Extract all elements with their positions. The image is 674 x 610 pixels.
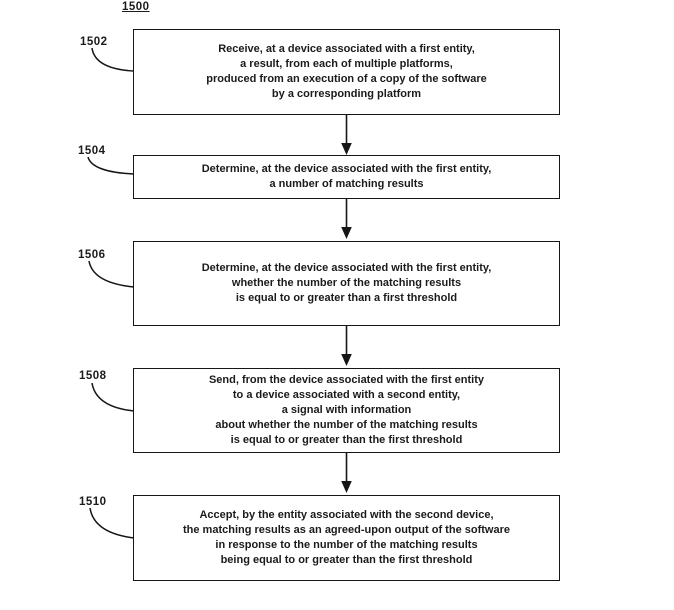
step-text-1510: Accept, by the entity associated with th… [183, 509, 510, 566]
step-box-1502: Receive, at a device associated with a f… [133, 29, 560, 115]
step-text-1504: Determine, at the device associated with… [201, 163, 492, 190]
step-ref-label-1508: 1508 [79, 370, 107, 382]
step-text-1506: Determine, at the device associated with… [201, 262, 492, 304]
step-box-1506: Determine, at the device associated with… [133, 241, 560, 326]
step-box-1508: Send, from the device associated with th… [133, 368, 560, 453]
step-text-1508: Send, from the device associated with th… [208, 374, 485, 446]
flow-arrow-1 [341, 115, 352, 155]
figure-number: 1500 [122, 1, 150, 13]
flow-arrow-2 [341, 199, 352, 239]
leader-curve-1504 [87, 156, 135, 175]
step-ref-label-1506: 1506 [78, 249, 106, 261]
step-ref-label-1502: 1502 [80, 36, 108, 48]
leader-curve-1508 [91, 382, 135, 412]
leader-curve-1502 [91, 47, 135, 72]
step-ref-label-1510: 1510 [79, 496, 107, 508]
flow-arrow-3 [341, 326, 352, 366]
step-box-1510: Accept, by the entity associated with th… [133, 495, 560, 581]
leader-curve-1510 [89, 507, 135, 539]
step-text-1502: Receive, at a device associated with a f… [206, 43, 487, 100]
step-ref-label-1504: 1504 [78, 145, 106, 157]
flow-arrow-4 [341, 453, 352, 493]
leader-curve-1506 [88, 260, 135, 288]
step-box-1504: Determine, at the device associated with… [133, 155, 560, 199]
